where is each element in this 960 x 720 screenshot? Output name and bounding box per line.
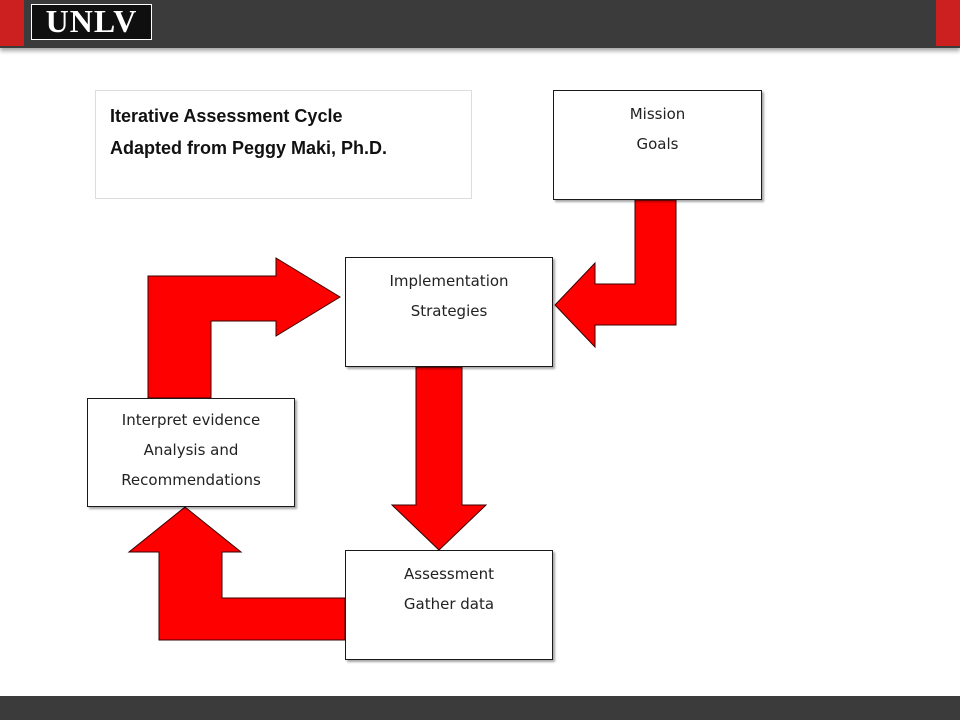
unlv-logo: UNLV [31,4,152,40]
arrow-assessment-to-interpret [127,506,346,641]
node-label: Recommendations [121,471,261,489]
arrow-implementation-to-assessment [390,366,488,551]
node-mission-goals: Mission Goals [553,90,762,200]
title-line-1: Iterative Assessment Cycle [110,106,343,126]
node-assessment-gather-data: Assessment Gather data [345,550,553,660]
header-accent-right [936,0,960,46]
node-label: Interpret evidence [121,411,261,429]
title-line-2: Adapted from Peggy Maki, Ph.D. [110,138,388,158]
node-label: Implementation [389,272,509,290]
node-label: Mission [629,105,686,123]
arrow-mission-to-implementation [554,199,677,349]
node-implementation-strategies: Implementation Strategies [345,257,553,367]
title-box: Iterative Assessment Cycle Adapted from … [95,90,472,199]
footer-bar [0,696,960,720]
header-bar: UNLV [0,0,960,48]
node-label: Gather data [403,595,495,613]
node-label: Strategies [410,302,488,320]
node-label: Goals [636,135,679,153]
node-label: Analysis and [143,441,239,459]
arrow-interpret-to-implementation [147,257,341,399]
node-interpret-evidence: Interpret evidence Analysis and Recommen… [87,398,295,507]
node-label: Assessment [404,565,494,583]
header-accent-left [0,0,24,46]
